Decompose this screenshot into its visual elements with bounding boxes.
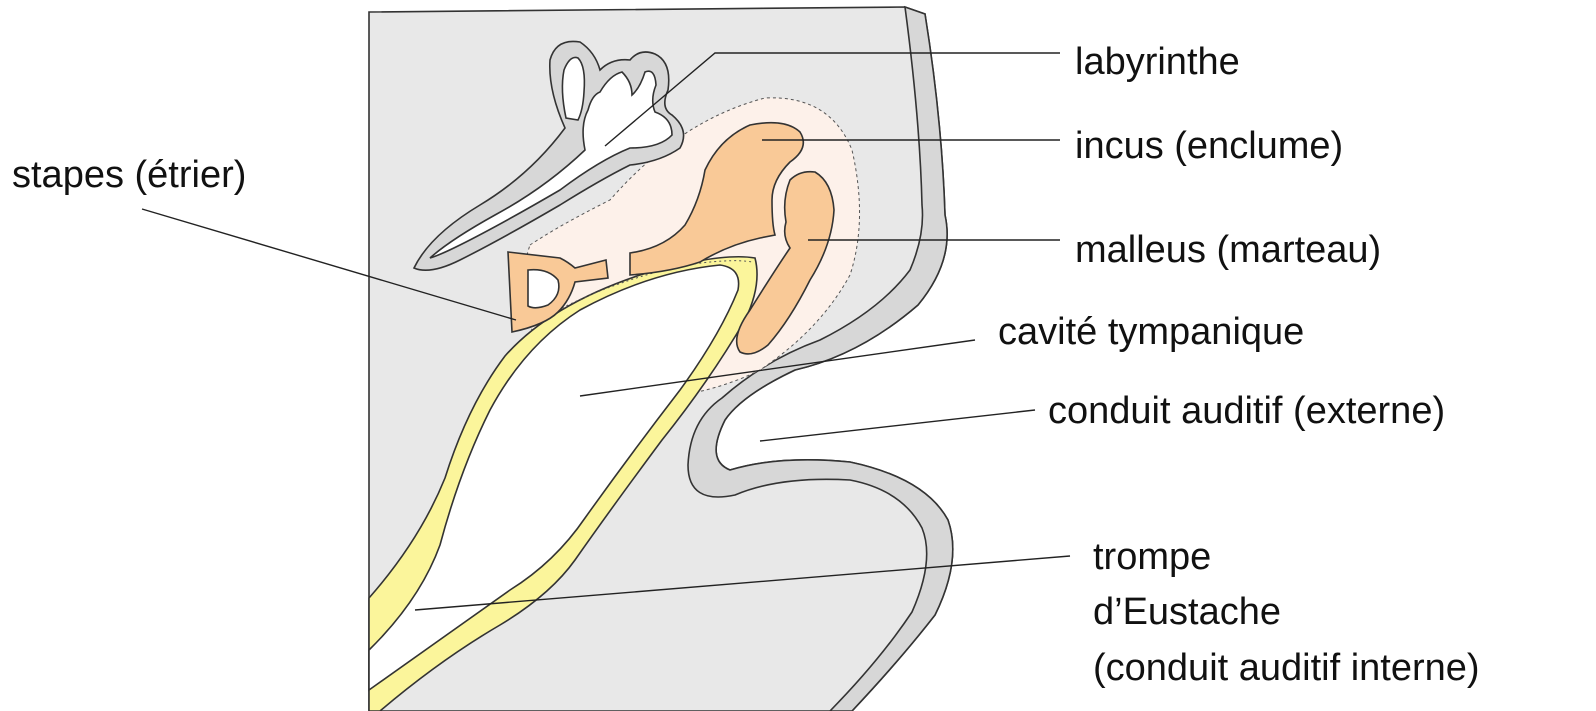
label-trompe-line3: (conduit auditif interne) [1093, 647, 1480, 689]
label-malleus: malleus (marteau) [1075, 229, 1381, 271]
leader-conduit-externe [760, 410, 1035, 441]
label-incus: incus (enclume) [1075, 125, 1343, 167]
label-trompe-line2: d’Eustache [1093, 591, 1281, 633]
label-cavite-tympanique: cavité tympanique [998, 311, 1304, 353]
label-stapes: stapes (étrier) [12, 154, 246, 196]
label-labyrinthe: labyrinthe [1075, 41, 1240, 83]
label-trompe-line1: trompe [1093, 536, 1211, 578]
label-conduit-auditif-externe: conduit auditif (externe) [1048, 390, 1445, 432]
labyrinth-semicircular-canal [562, 58, 584, 121]
